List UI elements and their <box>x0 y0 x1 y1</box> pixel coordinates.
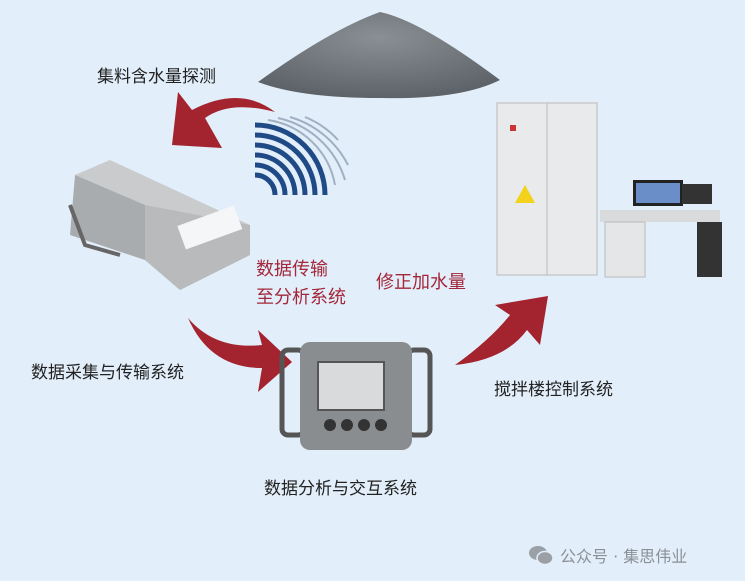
control-system-equipment <box>496 102 722 278</box>
label-analysis: 数据分析与交互系统 <box>264 479 417 499</box>
label-control: 搅拌楼控制系统 <box>494 380 613 400</box>
signal-waves-icon <box>254 116 349 196</box>
aggregate-pile <box>258 12 500 99</box>
label-transfer-line1: 数据传输 <box>256 259 328 280</box>
wechat-icon <box>529 546 554 565</box>
arrow-icon <box>455 296 548 365</box>
label-transfer-line2: 至分析系统 <box>256 287 346 308</box>
analysis-device <box>279 342 433 450</box>
arrow-icon <box>172 92 275 148</box>
label-detection: 集料含水量探测 <box>97 67 216 87</box>
label-correction: 修正加水量 <box>376 272 466 293</box>
watermark-text: 公众号 · 集思伟业 <box>560 547 688 566</box>
label-collection: 数据采集与传输系统 <box>31 363 184 383</box>
arrow-icon <box>188 318 292 392</box>
sensor-device <box>68 160 250 290</box>
watermark: 公众号 · 集思伟业 <box>528 543 687 567</box>
